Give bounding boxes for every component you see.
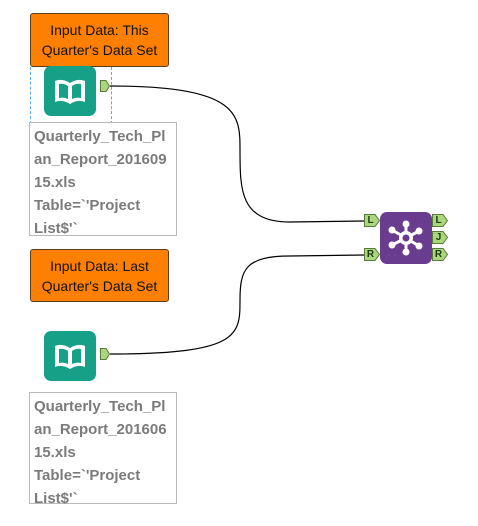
- join-output-anchor-join[interactable]: J: [432, 231, 448, 244]
- input-data-tool-last-quarter[interactable]: [44, 331, 96, 381]
- anchor-label: R: [434, 249, 443, 260]
- annotation-line: an_Report_201606: [34, 421, 167, 438]
- annotation-line: Quarterly_Tech_Pl: [34, 398, 166, 415]
- anchor-label: J: [435, 232, 442, 243]
- anchor-shape: [364, 248, 380, 261]
- output-anchor[interactable]: [100, 80, 110, 92]
- join-output-anchor-right[interactable]: R: [432, 248, 448, 261]
- join-input-anchor-right[interactable]: R: [364, 248, 380, 261]
- tool-selection-outline: [30, 67, 112, 124]
- anchor-shape: [432, 231, 448, 244]
- annotation-line: 15.xls: [34, 444, 76, 461]
- input-data-tool-this-quarter[interactable]: [44, 66, 96, 116]
- comment-line: Input Data: Last: [50, 257, 149, 274]
- connection-bottom-to-join-right[interactable]: [109, 254, 365, 355]
- anchor-label: R: [366, 249, 375, 260]
- anchor-shape: [432, 248, 448, 261]
- annotation-line: Table=`'Project: [34, 467, 141, 484]
- anchor-label: L: [435, 215, 442, 226]
- comment-line: Input Data: This: [50, 22, 149, 38]
- annotation-line: List$'`: [34, 220, 78, 237]
- comment-line: Quarter's Data Set: [41, 277, 158, 294]
- connection-top-to-join-left[interactable]: [109, 85, 365, 223]
- annotation-line: an_Report_201609: [34, 151, 167, 168]
- join-input-anchor-left[interactable]: L: [364, 214, 380, 227]
- join-network-icon: [388, 220, 423, 256]
- tool-annotation: Quarterly_Tech_Pl an_Report_201609 15.xl…: [29, 122, 177, 237]
- book-icon: [55, 79, 85, 104]
- comment-this-quarter[interactable]: Input Data: This Quarter's Data Set: [30, 13, 169, 67]
- anchor-label: L: [367, 215, 374, 226]
- comment-line: Quarter's Data Set: [41, 42, 158, 58]
- annotation-line: Table=`'Project: [34, 197, 141, 214]
- anchor-shape: [432, 214, 448, 227]
- anchor-shape: [364, 214, 380, 227]
- join-tool[interactable]: [380, 212, 432, 264]
- output-anchor[interactable]: [100, 348, 110, 360]
- annotation-line: List$'`: [34, 490, 78, 507]
- book-icon: [55, 344, 85, 369]
- annotation-line: 15.xls: [34, 174, 76, 191]
- tool-annotation: Quarterly_Tech_Pl an_Report_201606 15.xl…: [29, 392, 177, 507]
- comment-last-quarter[interactable]: Input Data: Last Quarter's Data Set: [30, 249, 169, 302]
- join-output-anchor-left[interactable]: L: [432, 214, 448, 227]
- annotation-line: Quarterly_Tech_Pl: [34, 128, 166, 145]
